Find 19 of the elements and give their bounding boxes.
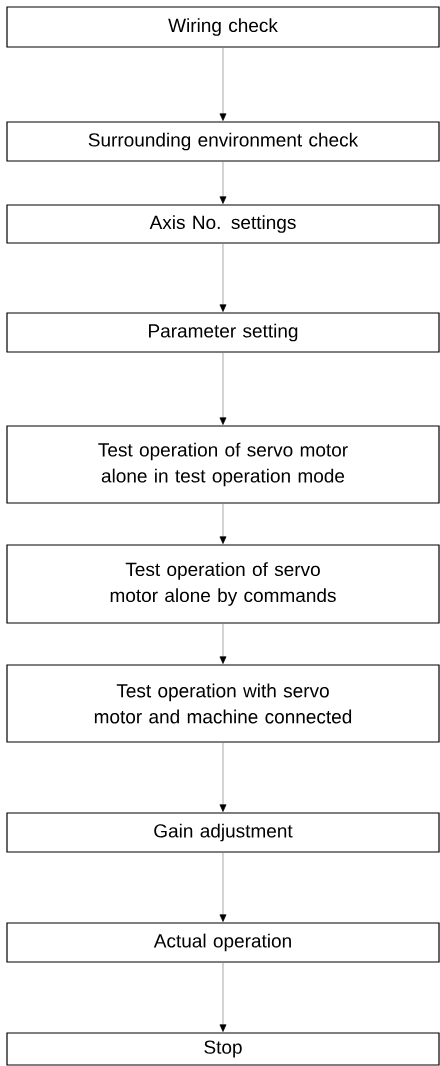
arrow (219, 962, 227, 1032)
process-box: Parameter setting (6, 312, 440, 353)
process-box: Test operation of servo motor alone by commands (6, 544, 440, 624)
process-box: Surrounding environment check (6, 121, 440, 162)
arrow (219, 623, 227, 664)
arrow (219, 742, 227, 812)
process-box: Actual operation (6, 922, 440, 963)
arrow (219, 503, 227, 544)
arrow (219, 161, 227, 204)
process-box: Stop (6, 1032, 440, 1066)
process-box: Gain adjustment (6, 812, 440, 853)
process-box: Axis No. settings (6, 204, 440, 244)
arrow (219, 852, 227, 922)
process-box: Test operation with servo motor and machine connected (6, 664, 440, 743)
arrow (219, 352, 227, 425)
arrow (219, 243, 227, 312)
process-box: Test operation of servo motor alone in test operation mode (6, 425, 440, 504)
arrow (219, 47, 227, 121)
process-box: Wiring check (6, 6, 440, 48)
